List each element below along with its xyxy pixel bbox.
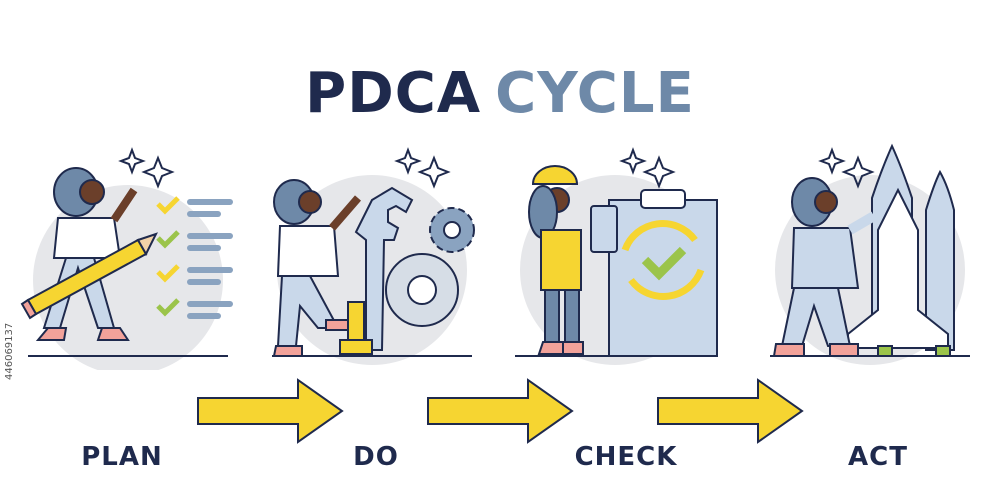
check-illustration xyxy=(515,147,718,365)
title-word-cycle: CYCLE xyxy=(495,60,695,126)
arrow-plan-to-do xyxy=(197,378,344,444)
arrow-do-to-check xyxy=(427,378,574,444)
bolt-icon xyxy=(339,301,373,355)
clipboard-icon xyxy=(608,189,718,357)
act-illustration xyxy=(770,143,970,365)
gear-icon xyxy=(385,207,475,327)
pencil-icon xyxy=(20,232,158,320)
stock-image-id: 446069137 xyxy=(4,322,15,380)
astronaut-figure xyxy=(772,177,877,357)
plan-illustration xyxy=(20,147,233,370)
stage-label-do: DO xyxy=(353,442,399,472)
sparkle-icon xyxy=(818,147,875,189)
person-figure xyxy=(528,165,618,355)
sparkle-icon xyxy=(619,147,676,189)
stage-label-plan: PLAN xyxy=(81,442,163,472)
stage-label-check: CHECK xyxy=(574,442,678,472)
do-illustration xyxy=(272,147,475,365)
person-figure xyxy=(272,179,362,357)
sparkle-icon xyxy=(118,147,175,189)
checklist-icon xyxy=(156,196,233,319)
title-word-pdca: PDCA xyxy=(305,60,482,126)
stage-label-act: ACT xyxy=(848,442,908,472)
wrench-icon xyxy=(354,186,414,351)
sparkle-icon xyxy=(394,147,451,189)
arrow-check-to-act xyxy=(657,378,804,444)
